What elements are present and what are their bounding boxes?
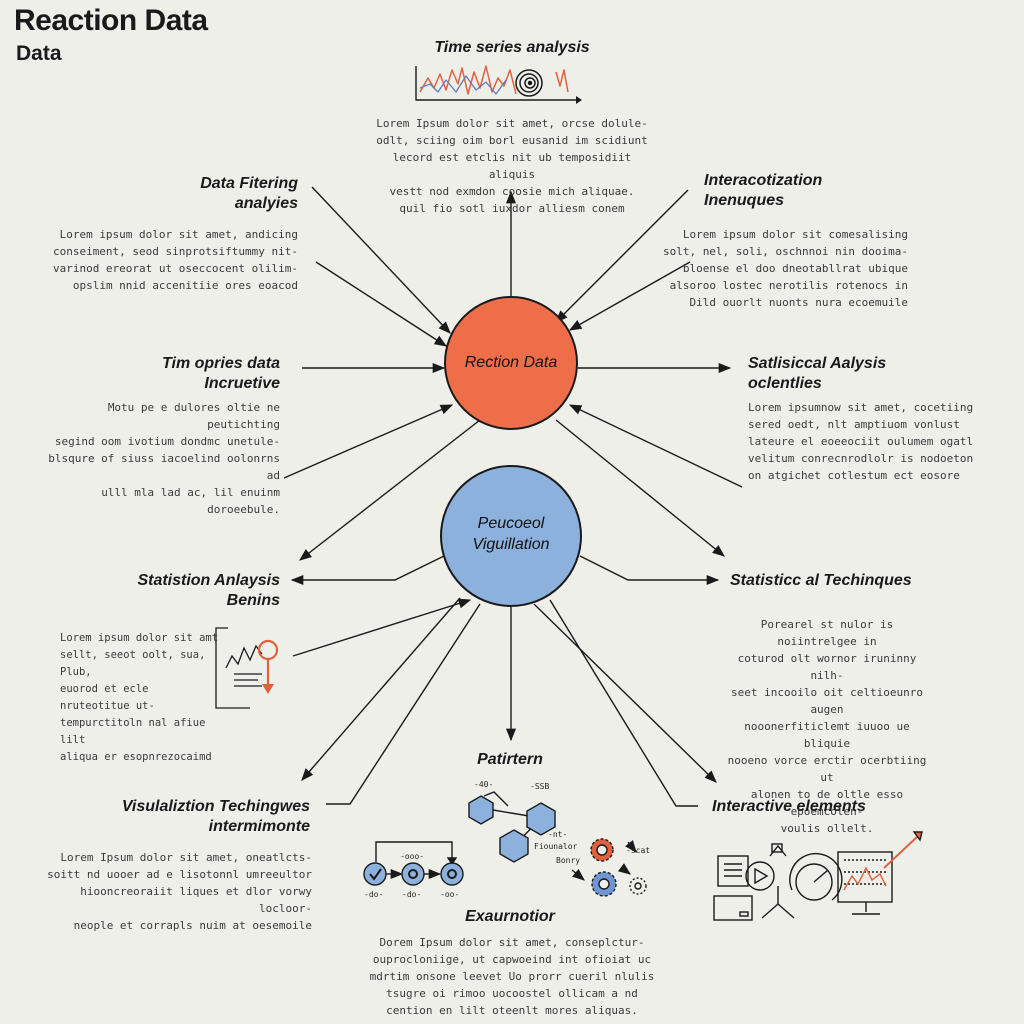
pattern-label-9: -do- <box>402 890 422 899</box>
visualization-node-label: Peucoeol Viguillation <box>472 515 550 553</box>
pattern-label-2: -SSB <box>530 782 550 791</box>
page-title: Reaction Data <box>14 4 208 37</box>
location-pin-icon <box>257 639 279 684</box>
arrow-bottom-right-bend <box>549 599 698 807</box>
middle-left-heading: Tim opries data Incruetive <box>162 355 280 392</box>
down-arrow-icon <box>262 684 274 694</box>
arrow-left-diagonal-in <box>283 404 454 479</box>
monitor-icon <box>713 855 795 921</box>
reaction-data-node-label: Rection Data <box>464 354 558 371</box>
page-subtitle: Data <box>16 42 62 65</box>
line-chart-icon <box>415 65 582 104</box>
pattern-label-10: -oo- <box>440 890 460 899</box>
bottom-caption-heading: Exaurnotior <box>465 908 555 925</box>
arrow-to-bottom-left <box>301 597 461 781</box>
dashboard-chart-icon <box>837 831 923 915</box>
arrow-upper-left-2 <box>315 261 448 347</box>
upper-left-body: Lorem ipsum dolor sit amet, andicing con… <box>52 228 298 292</box>
circle-flow-icon <box>363 841 464 886</box>
arrow-secondary-right <box>579 555 720 586</box>
reaction-data-node[interactable] <box>444 296 578 430</box>
middle-left-body: Motu pe e dulores oltie ne peutichting s… <box>48 401 280 516</box>
lower-left-body: Lorem ipsum dolor sit amt sellt, seeot o… <box>60 632 219 763</box>
bottom-caption-body: Dorem Ipsum dolor sit amet, conseplctur-… <box>369 936 655 1017</box>
arrow-secondary-left <box>290 555 445 586</box>
arrow-icon-to-secondary <box>292 598 472 657</box>
document-chart-icon <box>215 627 263 709</box>
bottom-right-heading: Interactive elements <box>712 798 866 815</box>
pattern-label-7: -ooo- <box>400 852 425 861</box>
play-icon <box>745 843 843 901</box>
arrow-upper-right-1 <box>555 189 689 323</box>
pattern-label-1: -40- <box>474 780 494 789</box>
pattern-label-8: -do- <box>364 890 384 899</box>
hexagon-network-icon <box>468 791 556 863</box>
pattern-label-3: -nt- <box>548 830 568 839</box>
connectors <box>283 186 743 807</box>
spiral-icon <box>515 69 543 97</box>
lower-left-heading: Statistion Anlaysis Benins <box>137 572 280 609</box>
gear-icon <box>571 838 647 897</box>
lower-right-body: Porearel st nulor is noiintrelgee in cot… <box>727 618 927 835</box>
arrow-to-bottom-right <box>533 603 717 783</box>
top-heading: Time series analysis <box>434 39 590 56</box>
pattern-label-4: Fiounalor <box>534 842 578 851</box>
pattern-label-6: -scat <box>626 846 651 855</box>
pattern-label-5: Bonry <box>556 856 581 865</box>
arrow-right-diagonal-in <box>568 404 743 488</box>
lower-right-heading: Statisticc al Techinques <box>730 572 912 589</box>
arrow-upper-right-2 <box>568 261 691 331</box>
upper-right-body: Lorem ipsum dolor sit comesalising solt,… <box>662 228 908 309</box>
pattern-heading: Patirtern <box>477 751 543 768</box>
arrow-bottom-left-bend <box>326 603 481 805</box>
visualization-node[interactable] <box>440 465 582 607</box>
middle-right-body: Lorem ipsumnow sit amet, cocetiing sered… <box>748 401 974 482</box>
arrow-to-lower-left <box>299 419 481 561</box>
arrow-upper-left-1 <box>311 186 451 334</box>
upper-right-heading: Interacotization Inenuques <box>704 172 823 209</box>
arrow-to-lower-right <box>555 419 725 557</box>
bottom-left-body: Lorem Ipsum dolor sit amet, oneatlcts- s… <box>47 851 312 932</box>
bottom-left-heading: Visulaliztion Techingwes intermimonte <box>121 798 310 835</box>
middle-right-heading: Satlisiccal Aalysis oclentlies <box>748 355 887 392</box>
upper-left-heading: Data Fitering analyies <box>200 175 298 212</box>
top-body: Lorem Ipsum dolor sit amet, orcse dolule… <box>376 117 648 215</box>
